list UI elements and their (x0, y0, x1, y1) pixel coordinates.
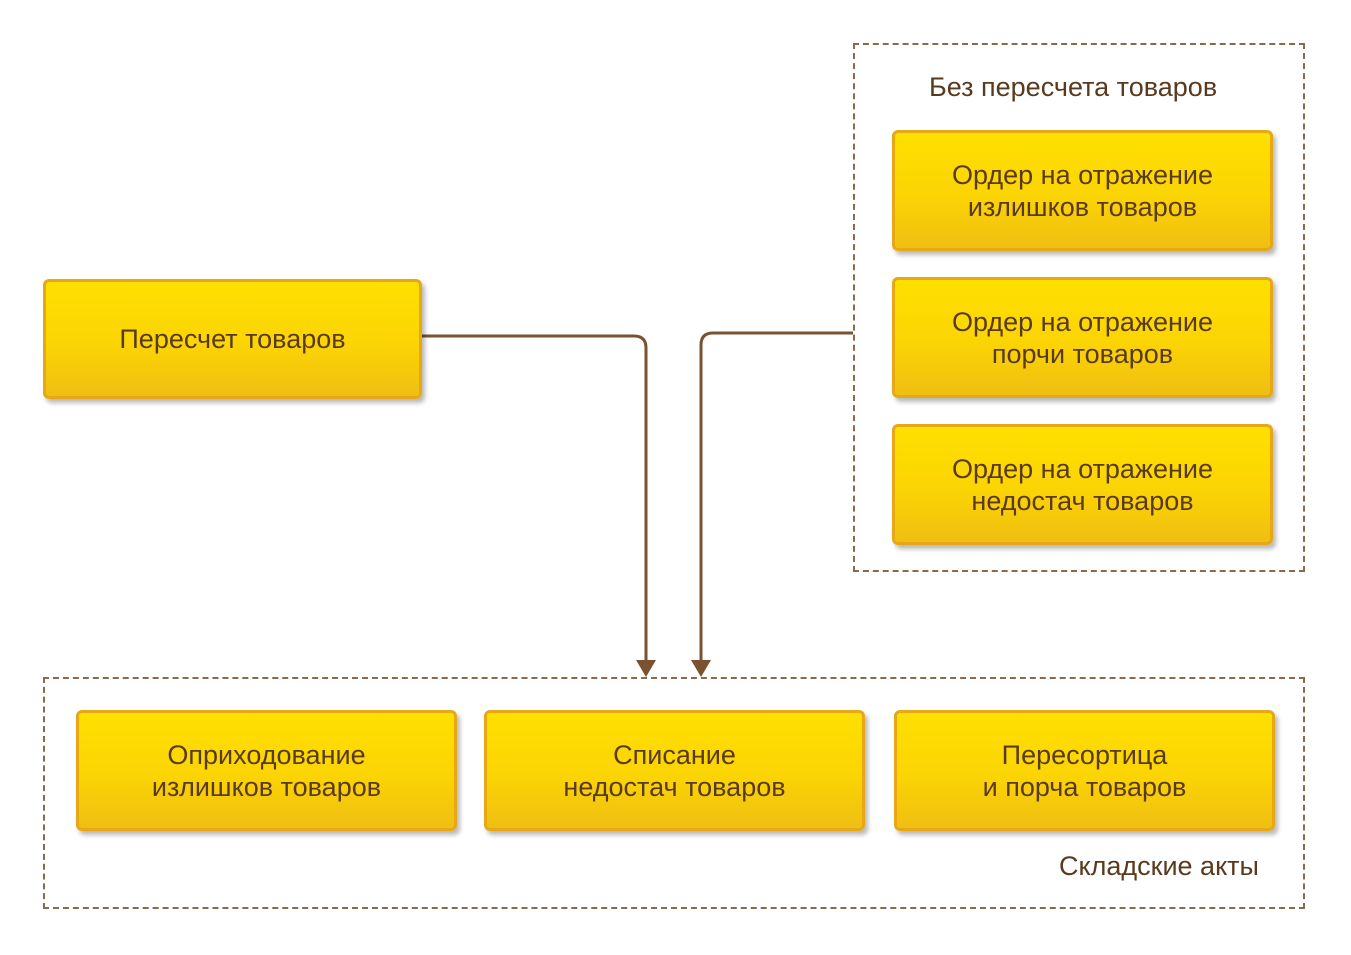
order-surplus-label: Ордер на отражение излишков товаров (951, 159, 1214, 222)
no-recount-group-title: Без пересчета товаров (929, 72, 1218, 102)
act-shortage-writeoff-box[interactable]: Списание недостач товаров (484, 710, 865, 831)
connector-recount-to-acts (420, 334, 648, 664)
arrowhead-no-recount (691, 660, 711, 677)
order-damage-box[interactable]: Ордер на отражение порчи товаров (892, 277, 1273, 398)
order-damage-label: Ордер на отражение порчи товаров (951, 306, 1214, 369)
order-surplus-box[interactable]: Ордер на отражение излишков товаров (892, 130, 1273, 251)
recount-goods-label: Пересчет товаров (119, 324, 346, 354)
no-recount-group (853, 43, 1305, 572)
order-shortage-label: Ордер на отражение недостач товаров (951, 453, 1214, 516)
recount-goods-box[interactable]: Пересчет товаров (43, 279, 422, 399)
act-regrading-damage-box[interactable]: Пересортица и порча товаров (894, 710, 1275, 831)
order-shortage-box[interactable]: Ордер на отражение недостач товаров (892, 424, 1273, 545)
act-regrading-damage-label: Пересортица и порча товаров (982, 739, 1187, 802)
connector-no-recount-to-acts (699, 331, 853, 664)
act-surplus-receipt-label: Оприходование излишков товаров (151, 739, 382, 802)
arrowhead-recount (636, 660, 656, 677)
warehouse-acts-group (43, 677, 1305, 909)
act-surplus-receipt-box[interactable]: Оприходование излишков товаров (76, 710, 457, 831)
act-shortage-writeoff-label: Списание недостач товаров (563, 739, 786, 802)
warehouse-acts-group-title: Складские акты (1059, 851, 1259, 881)
